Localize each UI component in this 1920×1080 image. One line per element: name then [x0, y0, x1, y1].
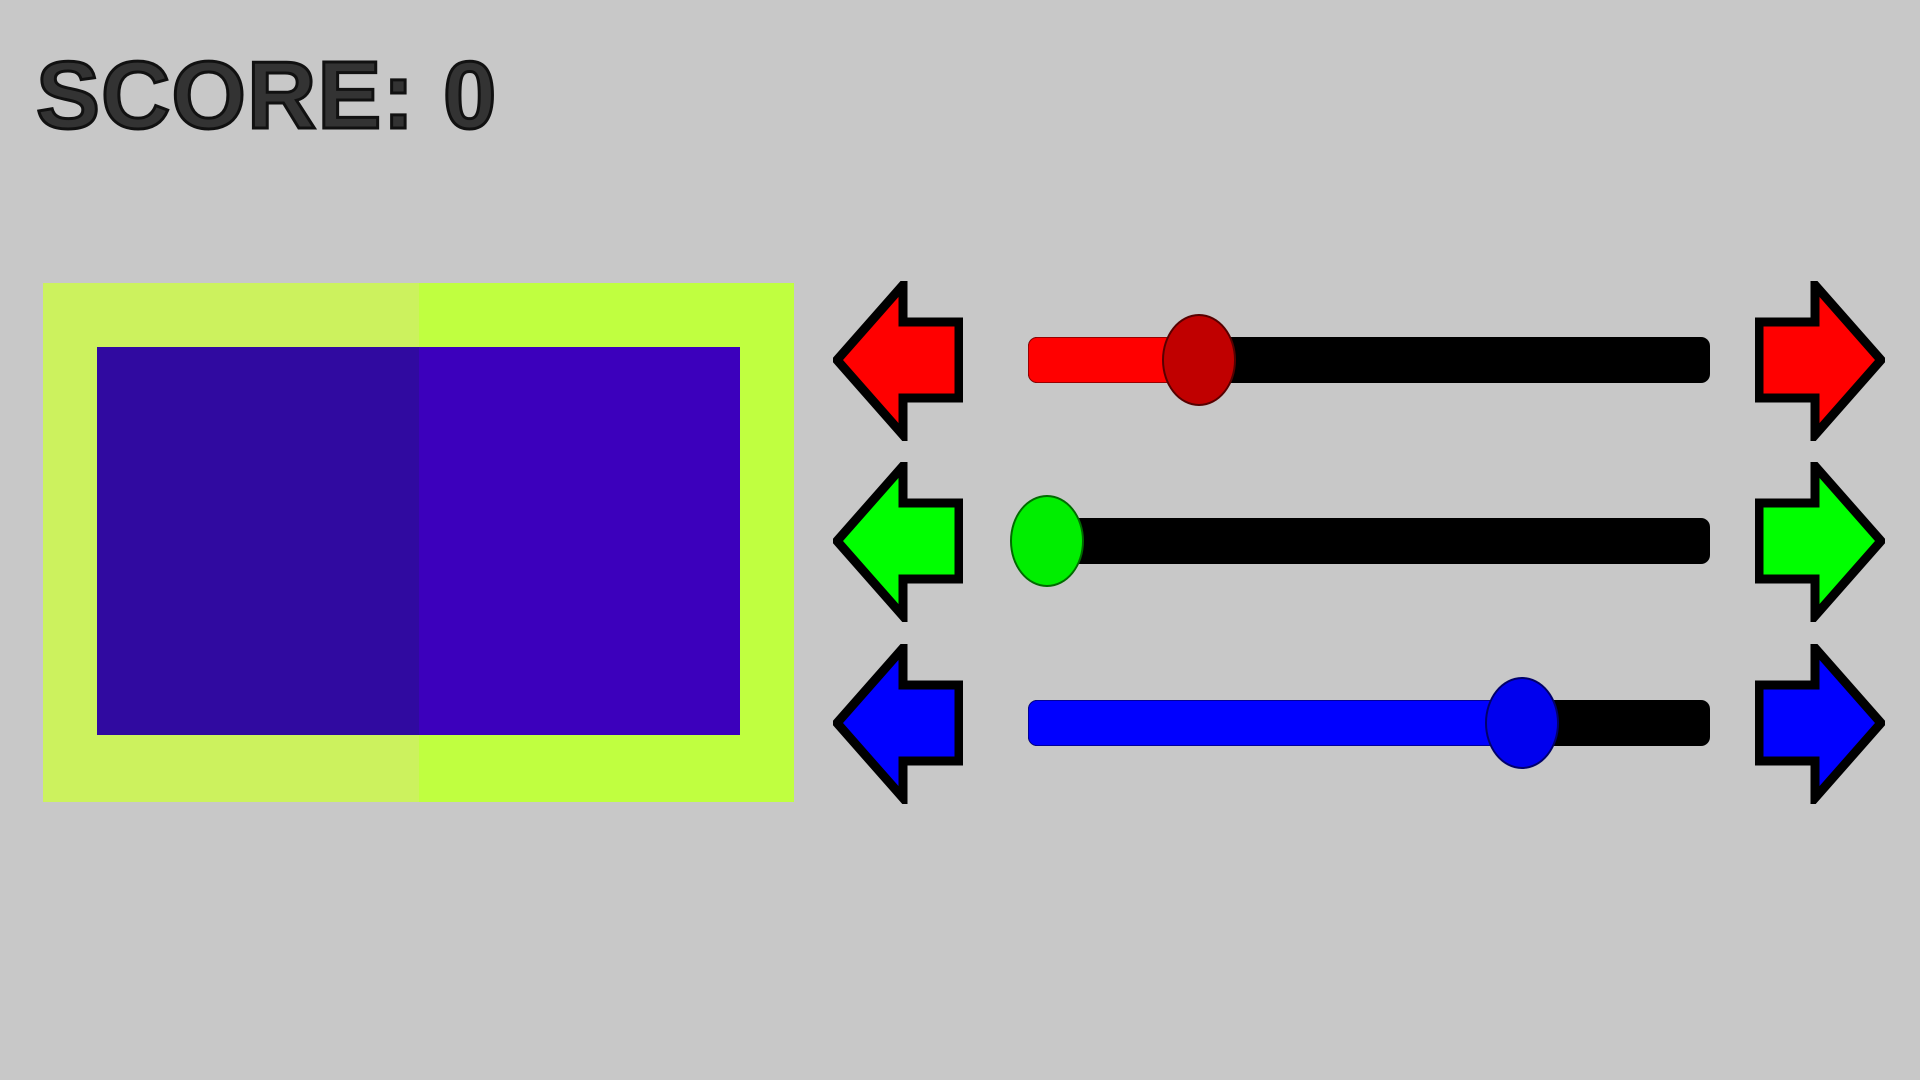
blue-slider-fill [1028, 700, 1522, 746]
red-slider-knob[interactable] [1161, 314, 1236, 406]
left-arrow-icon [833, 462, 963, 622]
red-slider-track[interactable] [1028, 337, 1710, 383]
red-decrease-button[interactable] [833, 281, 963, 441]
green-increase-button[interactable] [1755, 462, 1885, 622]
right-arrow-icon [1755, 281, 1885, 441]
blue-increase-button[interactable] [1755, 644, 1885, 804]
left-arrow-icon [833, 281, 963, 441]
right-arrow-icon [1755, 644, 1885, 804]
right-arrow-icon [1755, 462, 1885, 622]
target-color-inner [97, 347, 419, 735]
score-display: SCORE: 0 [34, 42, 498, 149]
green-slider-knob[interactable] [1010, 495, 1084, 587]
current-color-inner [419, 347, 740, 735]
blue-slider-knob[interactable] [1484, 677, 1559, 769]
red-increase-button[interactable] [1755, 281, 1885, 441]
blue-slider-track[interactable] [1028, 700, 1710, 746]
color-comparison-swatch [43, 283, 794, 802]
left-arrow-icon [833, 644, 963, 804]
green-decrease-button[interactable] [833, 462, 963, 622]
blue-decrease-button[interactable] [833, 644, 963, 804]
green-slider-track[interactable] [1028, 518, 1710, 564]
